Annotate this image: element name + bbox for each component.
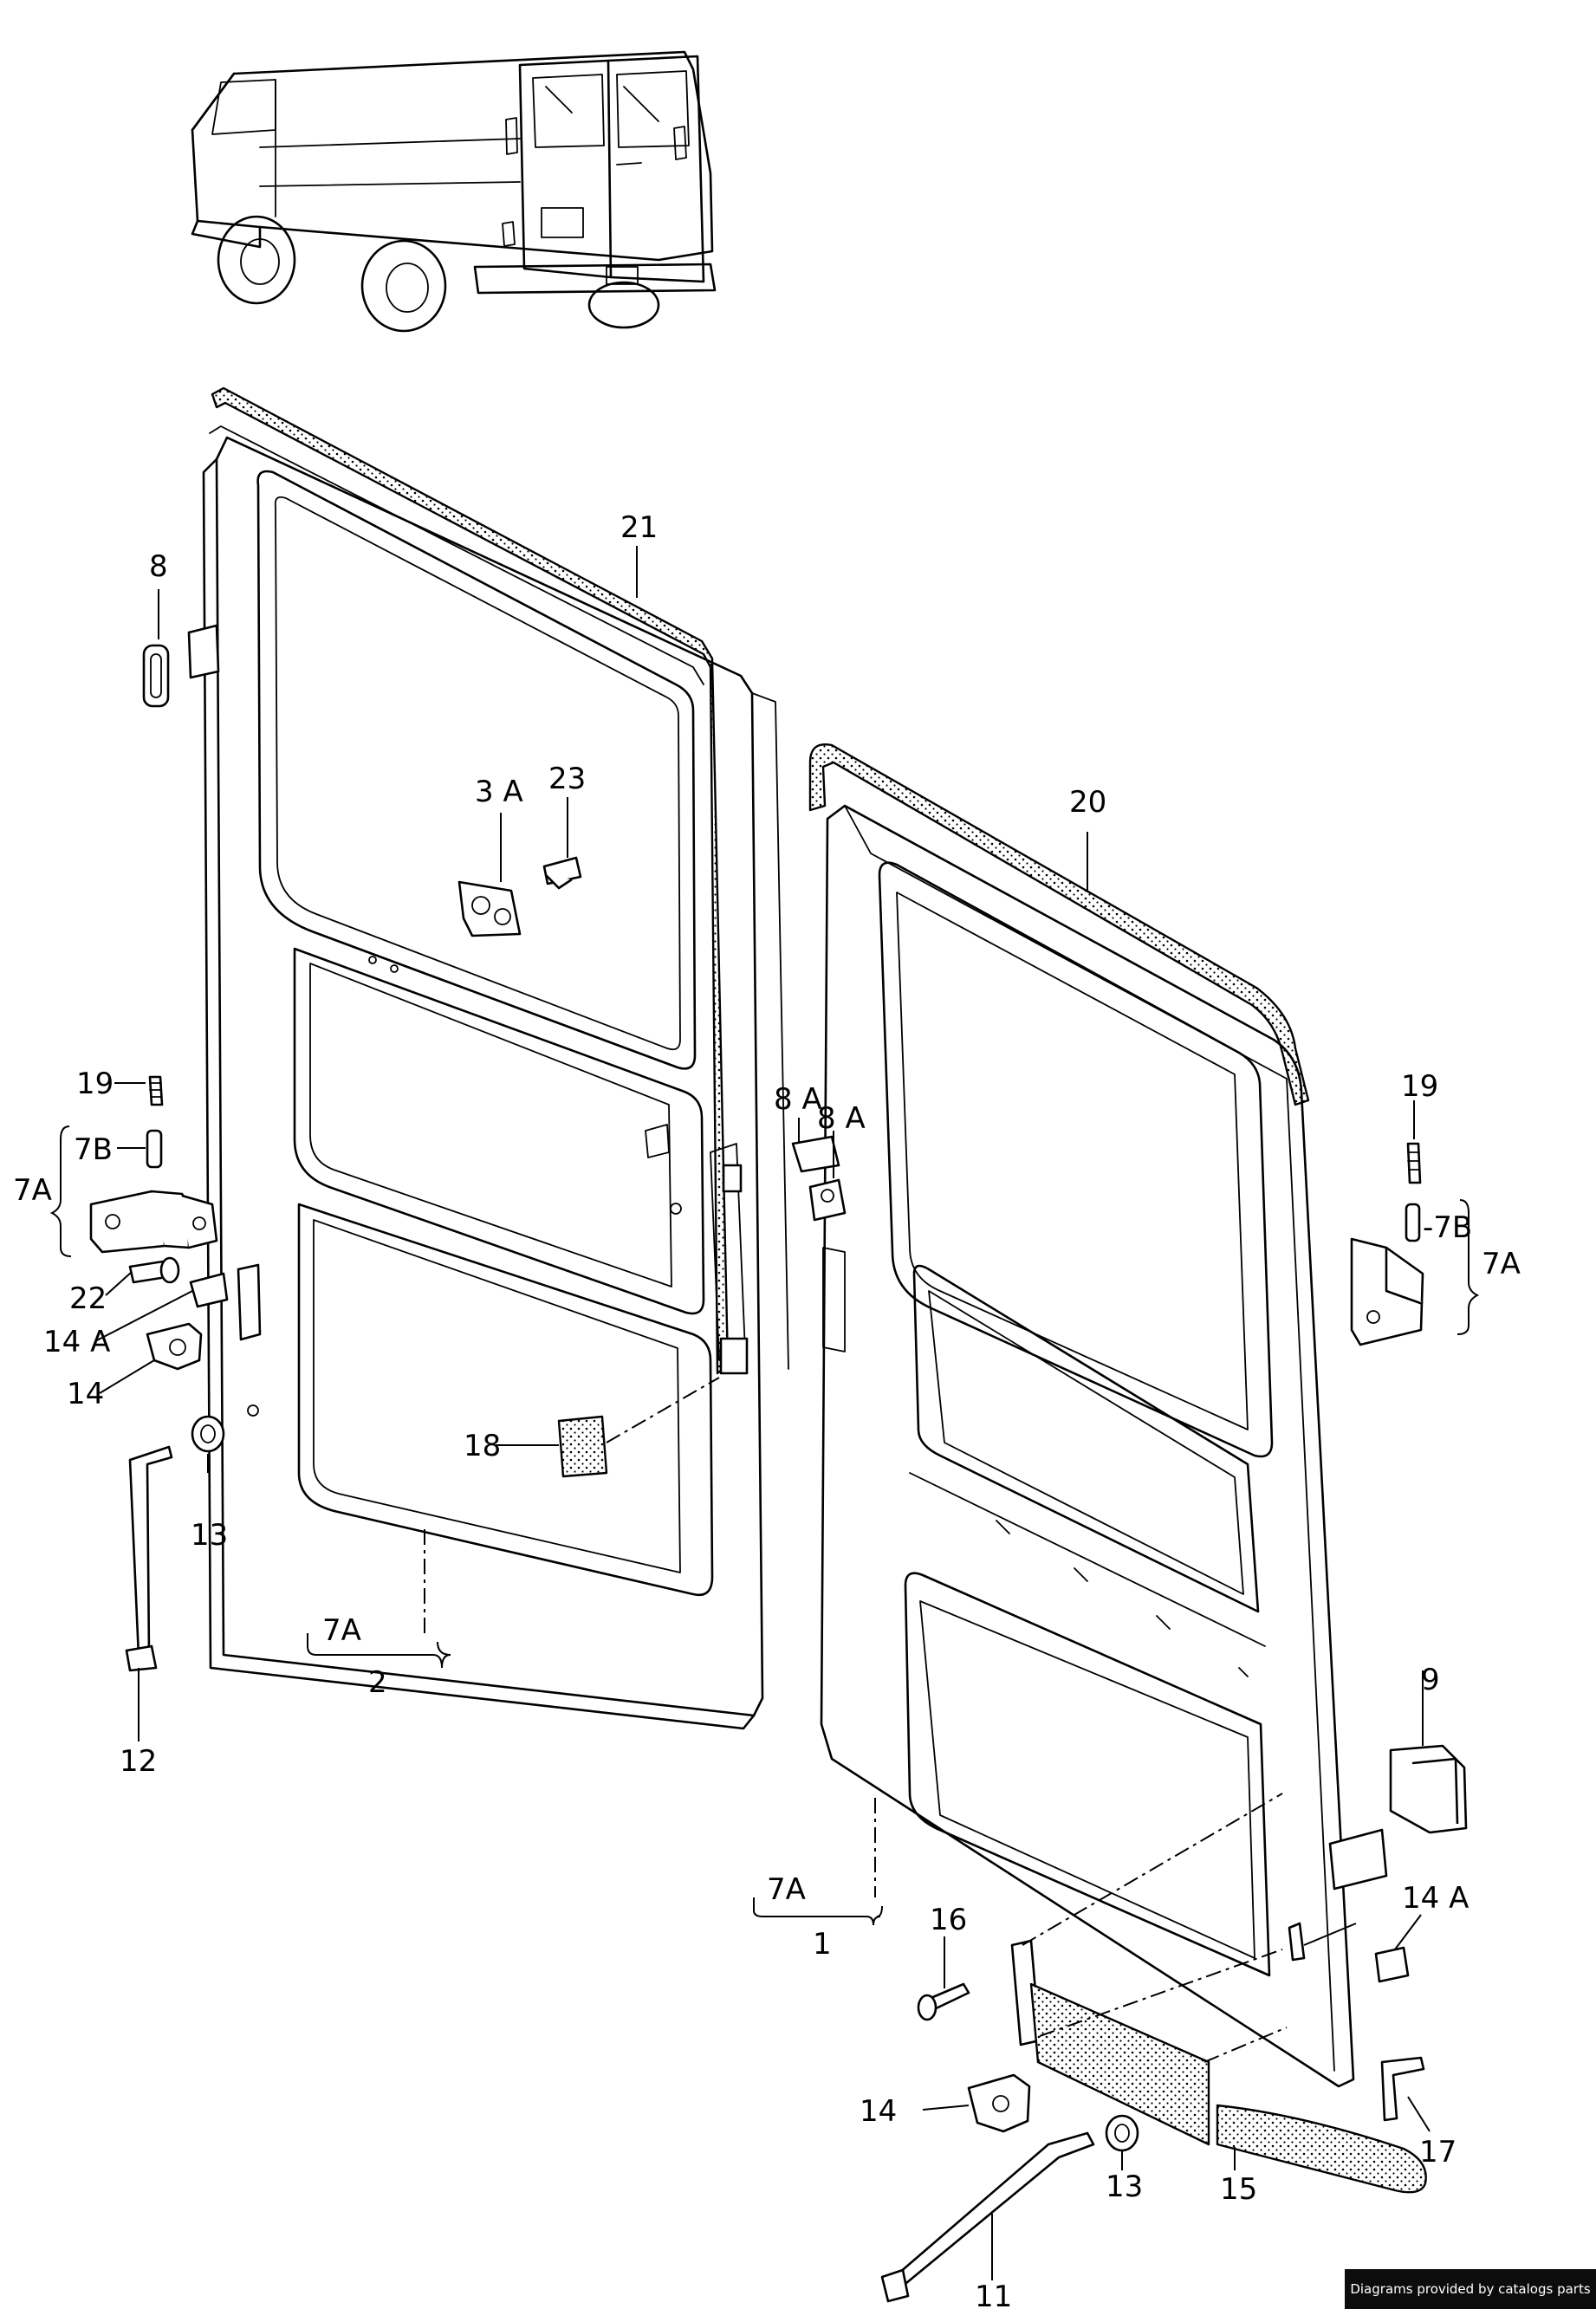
callout-21: 21: [620, 510, 658, 545]
left-door-assembly: [187, 386, 789, 1730]
watermark: Diagrams provided by catalogs parts: [1345, 2269, 1596, 2309]
callout-18: 18: [464, 1429, 501, 1463]
callout-7b-right: -7B: [1423, 1210, 1472, 1245]
callout-12: 12: [120, 1744, 157, 1779]
callout-14a-right: 14 A: [1402, 1881, 1469, 1916]
right-door-assembly: [808, 743, 1355, 2088]
callout-17: 17: [1419, 2135, 1457, 2170]
callout-3a: 3 A: [475, 775, 523, 809]
callout-8a-2: 8 A: [817, 1101, 866, 1136]
callout-7b-left: 7B: [74, 1132, 113, 1167]
left-door-small-parts: [89, 644, 608, 1672]
callout-15: 15: [1220, 2172, 1257, 2207]
callout-11: 11: [975, 2280, 1012, 2309]
callout-22: 22: [69, 1281, 107, 1316]
callout-14-right: 14: [860, 2094, 897, 2129]
callout-2: 2: [368, 1665, 387, 1700]
callout-16: 16: [930, 1903, 967, 1937]
callout-19-left: 19: [76, 1067, 114, 1101]
callout-20: 20: [1069, 785, 1106, 820]
callout-8: 8: [149, 549, 168, 584]
van-overview: [191, 50, 717, 333]
callout-labels: 21 20 8 3 A 23 19 7B 7A 22 14 A 14 13 12…: [13, 510, 1521, 2309]
callout-1: 1: [813, 1927, 832, 1962]
callout-8a-1: 8 A: [774, 1082, 822, 1117]
leader-lines: [49, 546, 1480, 2280]
callout-7a-door1: 7A: [767, 1872, 806, 1907]
callout-14a-left: 14 A: [43, 1325, 110, 1359]
callout-14-left: 14: [67, 1377, 104, 1411]
callout-7a-door2: 7A: [322, 1613, 361, 1648]
callout-13-right: 13: [1106, 2170, 1143, 2204]
right-door-small-parts: [791, 1135, 1468, 2303]
callout-19-right: 19: [1401, 1069, 1438, 1104]
callout-13-left: 13: [191, 1518, 228, 1553]
callout-7a-right: 7A: [1482, 1247, 1521, 1281]
callout-23: 23: [548, 762, 586, 796]
callout-9: 9: [1421, 1663, 1440, 1697]
callout-7a-left: 7A: [13, 1173, 52, 1208]
